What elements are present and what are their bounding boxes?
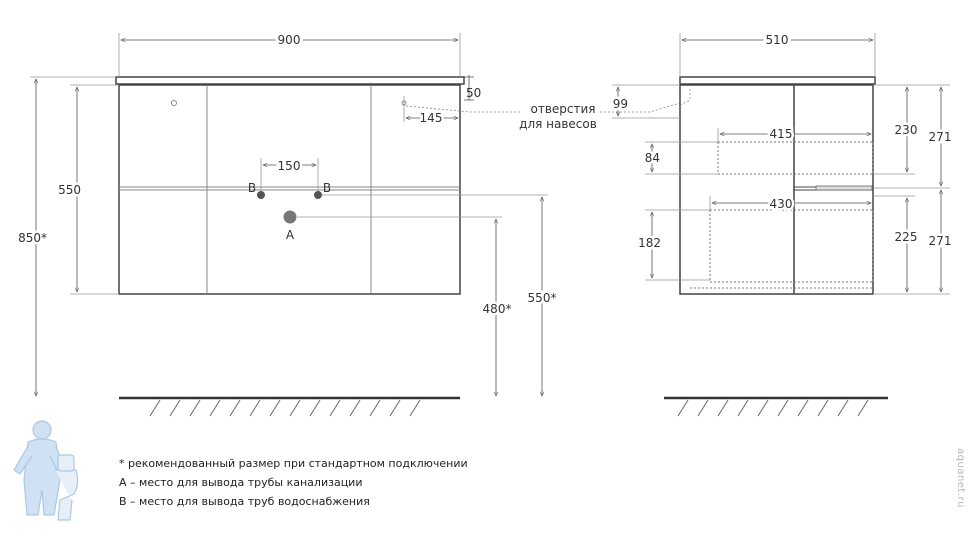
mount-hole [171,100,177,106]
dim-depth: 510 [766,33,789,47]
mount-holes-label-line1: отверстия [530,102,595,116]
dim-width: 900 [278,33,301,47]
label-b-left: B [248,181,256,195]
dim-drawer-bottom-depth: 430 [770,197,793,211]
dim-drawer-top-inner: 84 [645,151,660,165]
dim-drawer-top-depth: 415 [770,127,793,141]
side-countertop [679,76,876,85]
inlet-b-right [314,191,322,199]
note-a: A – место для вывода трубы канализации [119,476,362,489]
drawer-bottom-box [709,209,874,283]
side-view: 510 99 415 84 430 182 230 225 [610,30,954,417]
legend-notes: * рекомендованный размер при стандартном… [119,457,468,508]
dim-drawer-top-height: 230 [895,123,918,137]
dim-drawer-bottom-inner: 182 [638,236,661,250]
dim-hole-offset: 145 [420,111,443,125]
note-b: B – место для вывода труб водоснабжения [119,495,370,508]
dim-drawer-bottom-height: 225 [895,230,918,244]
dim-hole-height: 99 [613,97,628,111]
dim-top-offset: 50 [466,86,481,100]
drawer-top-box [717,141,874,175]
mount-holes-label-line2: для навесов [519,117,597,131]
watermark-logo: aquanet.ru [955,448,966,508]
dim-pipe-spacing: 150 [278,159,301,173]
dim-inlet-height: 550* [528,291,557,305]
dim-section-top: 271 [929,130,952,144]
front-view: 900 50 145 отверстия для навесов 150 B B… [16,30,691,417]
outlet-a [283,210,297,224]
note-star: * рекомендованный размер при стандартном… [119,457,468,470]
label-a: A [286,228,295,242]
label-b-right: B [323,181,331,195]
front-countertop [115,76,465,85]
dim-section-bottom: 271 [929,234,952,248]
dim-total-height: 850* [18,231,47,245]
inlet-b-left [257,191,265,199]
plumber-mascot-icon [13,420,79,521]
dim-outlet-height: 480* [483,302,512,316]
dim-height: 550 [58,183,81,197]
